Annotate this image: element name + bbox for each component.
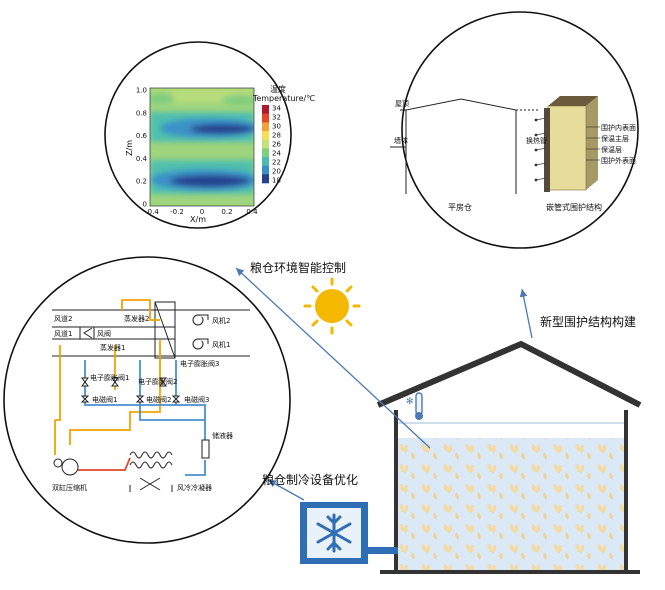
receiver-label: 储液器 <box>212 431 233 440</box>
layer-label: 围护外表面 <box>601 156 636 165</box>
colorbar-tick-label: 28 <box>272 132 281 140</box>
condenser-symbol <box>129 451 173 492</box>
colorbar-tick-label: 30 <box>272 123 281 131</box>
svg-text:✻: ✻ <box>406 397 414 407</box>
damper-label: 风阀 <box>97 329 111 338</box>
colorbar-swatch <box>262 113 269 123</box>
x-axis-label: X/m <box>190 215 206 224</box>
colorbar-tick-label: 34 <box>272 105 281 113</box>
envelope-circle: 屋顶 墙体 平房仓 <box>390 11 639 249</box>
y-tick-label: 1.0 <box>136 87 147 95</box>
colorbar-swatch <box>262 131 269 140</box>
evaporator2-label: 蒸发器2 <box>124 314 149 323</box>
layer-label: 围护内表面 <box>601 123 636 132</box>
wall-label: 墙体 <box>394 136 408 145</box>
y-tick-label: 0.2 <box>136 178 147 186</box>
layer-label: 保温主层 <box>601 134 629 143</box>
x-tick-label: -0.2 <box>170 208 184 216</box>
y-tick-label: 0.6 <box>136 132 148 140</box>
colorbar-swatch <box>262 174 269 184</box>
contour-plot-area <box>149 87 255 207</box>
colorbar-swatch <box>262 105 269 114</box>
x-tick-labels: -0.4 -0.2 0 0.2 0.4 <box>145 208 258 216</box>
colorbar-swatch <box>262 165 269 175</box>
solenoid2-label: 电磁阀2 <box>146 395 171 404</box>
label-smart-control: 粮仓环境智能控制 <box>250 260 346 275</box>
y-tick-label: 0.8 <box>136 109 147 117</box>
y-tick-label: 0 <box>143 201 147 209</box>
roof-label: 屋顶 <box>395 100 409 108</box>
colorbar-tick-label: 26 <box>272 141 281 149</box>
x-tick-label: -0.4 <box>145 208 159 216</box>
pipe-label: 换热管 <box>526 136 547 145</box>
expansion-valve1-label: 电子膨胀阀1 <box>90 373 129 382</box>
fan2-right-label: 风机2 <box>212 316 230 325</box>
label-new-envelope: 新型围护结构构建 <box>540 314 636 329</box>
colorbar-swatch <box>262 157 269 166</box>
fan1-left-label: 风道1 <box>54 329 72 338</box>
x-tick-label: 0.4 <box>246 208 258 216</box>
expansion-valve2-label: 电子膨胀阀2 <box>138 377 177 386</box>
colorbar-swatch <box>262 122 269 132</box>
y-tick-label: 0.4 <box>136 155 148 163</box>
colorbar-swatch <box>262 139 269 149</box>
y-axis-label: Z/m <box>125 140 134 156</box>
expansion-valve3-label: 电子膨胀阀3 <box>180 359 219 368</box>
colorbar-tick-label: 24 <box>272 150 281 158</box>
colorbar-swatch <box>262 148 269 158</box>
contour-plot-circle: 1.0 0.8 0.6 0.4 0.2 0 -0.4 -0.2 0 0.2 0.4 X/m Z/m… <box>104 41 315 229</box>
receiver-symbol <box>201 439 210 459</box>
thermometer-icon: ✻ <box>406 392 423 420</box>
colorbar-tick-label: 20 <box>272 168 281 176</box>
hvac-circle: 风道2 风道1 风阀 蒸发器2 蒸发器1 风机2 风机1 电子膨胀阀1 电子膨胀… <box>3 256 291 544</box>
fan1-right-label: 风机1 <box>212 340 230 349</box>
condenser-label: 风冷冷凝器 <box>177 483 212 492</box>
connector-arrows <box>235 267 533 501</box>
colorbar-tick-label: 18 <box>272 177 281 185</box>
x-tick-label: 0 <box>200 208 204 216</box>
compressor-label: 双缸压缩机 <box>52 483 87 492</box>
compressor-symbol <box>53 458 79 476</box>
y-tick-labels: 1.0 0.8 0.6 0.4 0.2 0 <box>136 87 148 209</box>
colorbar-tick-label: 22 <box>272 159 281 167</box>
granary-building: ✻ <box>376 340 642 574</box>
evaporator1-label: 蒸发器1 <box>100 343 125 352</box>
colorbar-title-en: Temperature/℃ <box>252 94 315 103</box>
snowflake-icon <box>300 502 398 564</box>
layer-label: 保温层 <box>601 145 622 154</box>
fan2-left-label: 风道2 <box>54 314 72 323</box>
x-tick-label: 0.2 <box>221 208 232 216</box>
solenoid3-label: 电磁阀3 <box>184 395 209 404</box>
solenoid1-label: 电磁阀1 <box>92 395 117 404</box>
envelope-caption: 嵌管式围护结构 <box>546 202 602 212</box>
sun-icon <box>303 277 361 335</box>
colorbar-title-cn: 温度 <box>270 84 286 94</box>
warehouse-caption: 平房仓 <box>448 202 472 212</box>
warehouse-outline <box>390 98 540 194</box>
colorbar-tick-label: 32 <box>272 114 281 122</box>
label-cooling-optimization: 粮仓制冷设备优化 <box>262 472 358 487</box>
layered-wall-3d <box>534 96 600 192</box>
